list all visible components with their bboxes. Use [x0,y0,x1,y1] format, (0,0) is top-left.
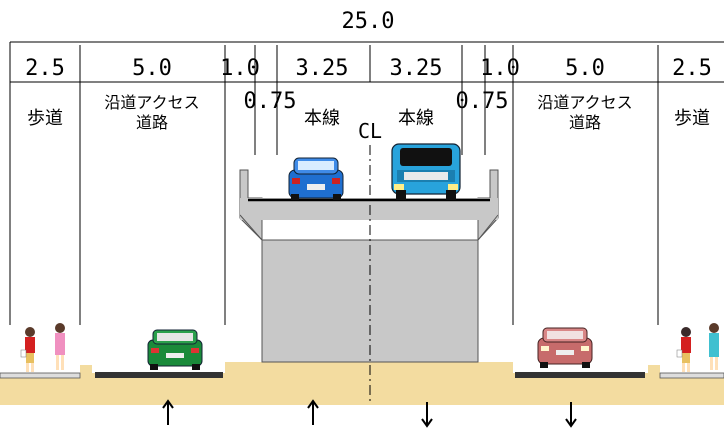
arrow-down-icon [565,402,577,428]
blue-car [288,157,344,200]
label-access-right-2: 道路 [569,113,601,132]
label-access-left-1: 沿道アクセス [104,93,199,112]
dim-access-right: 5.0 [565,56,605,81]
dim-main-right: 3.25 [390,56,443,81]
access-road-right [515,372,645,378]
ground [0,362,724,405]
dim-access-left: 5.0 [132,56,172,81]
dim-sidewalk-right: 2.5 [672,56,712,81]
pedestrian-right-2 [709,323,719,370]
sidewalk-right [659,372,724,379]
access-road-left [95,372,223,378]
red-car [537,327,593,368]
arrow-up-icon [162,399,174,425]
boundary-lines [9,42,659,325]
viaduct-deck [240,198,498,220]
total-width-label: 25.0 [342,9,395,34]
label-access-left-2: 道路 [136,113,168,132]
dim-inner-left: 0.75 [244,89,297,114]
direction-arrows [162,399,577,428]
arrow-up-icon [307,399,319,425]
label-main-right: 本線 [398,108,434,129]
label-center-line: CL [358,119,382,143]
dim-buffer-right: 1.0 [480,56,520,81]
pedestrian-right-1 [676,327,691,372]
dim-sidewalk-left: 2.5 [25,56,65,81]
label-sidewalk-right: 歩道 [674,108,710,129]
green-car [147,329,203,370]
sidewalk-left [0,372,81,379]
dim-buffer-left: 1.0 [220,56,260,81]
arrow-down-icon [421,402,433,428]
label-sidewalk-left: 歩道 [27,108,63,129]
label-main-left: 本線 [304,108,340,129]
pedestrian-left-1 [20,327,35,372]
dim-inner-right: 0.75 [456,89,509,114]
label-access-right-1: 沿道アクセス [537,93,632,112]
pedestrian-left-2 [55,323,65,370]
cyan-truck [391,143,461,200]
dim-main-left: 3.25 [296,56,349,81]
